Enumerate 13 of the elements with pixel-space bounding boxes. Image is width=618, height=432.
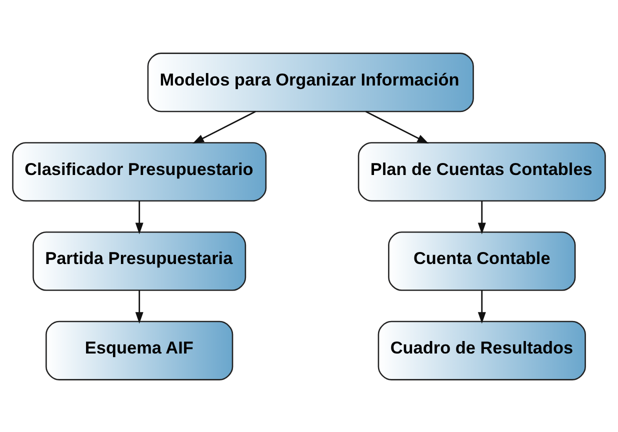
node-box: Partida Presupuestaria: [32, 230, 246, 290]
arrow: [135, 200, 144, 234]
node-box: Clasificador Presupuestario: [12, 142, 267, 202]
node-box: Cuadro de Resultados: [378, 320, 586, 380]
node-box: Modelos para Organizar Información: [147, 52, 474, 112]
arrow: [478, 200, 486, 234]
node-box: Esquema AIF: [46, 320, 234, 380]
node-box: Plan de Cuentas Contables: [358, 142, 606, 202]
arrow: [365, 110, 429, 144]
arrow: [135, 290, 144, 324]
arrow: [478, 290, 486, 324]
node-box: Cuenta Contable: [388, 230, 576, 290]
arrow: [192, 110, 256, 144]
